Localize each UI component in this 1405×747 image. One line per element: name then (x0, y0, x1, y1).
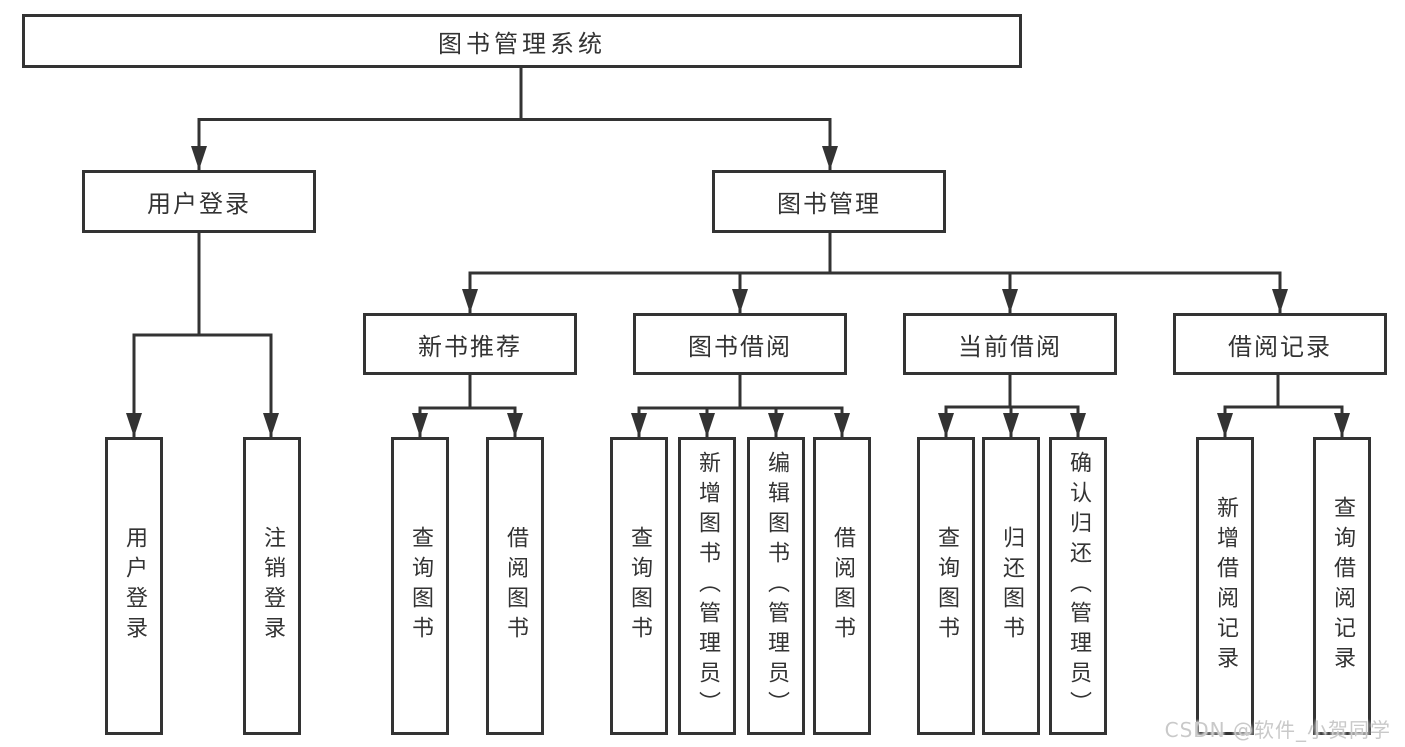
leaf-borrow-books-recommend: 借阅图书 (486, 437, 544, 735)
node-current-borrowing: 当前借阅 (903, 313, 1117, 375)
leaf-add-borrow-record: 新增借阅记录 (1196, 437, 1254, 735)
node-label: 用户登录 (122, 526, 147, 646)
leaf-add-book-admin: 新增图书（管理员） (678, 437, 736, 735)
node-label: 查询图书 (934, 526, 959, 646)
leaf-return-books: 归还图书 (982, 437, 1040, 735)
node-borrowing-records: 借阅记录 (1173, 313, 1387, 375)
leaf-logout: 注销登录 (243, 437, 301, 735)
node-label: 用户登录 (147, 190, 251, 218)
node-book-management: 图书管理 (712, 170, 946, 233)
leaf-edit-book-admin: 编辑图书（管理员） (747, 437, 805, 735)
node-label: 图书管理 (777, 190, 881, 218)
node-label: 查询图书 (627, 526, 652, 646)
node-label: 注销登录 (260, 526, 285, 646)
node-label: 编辑图书（管理员） (764, 451, 789, 721)
leaf-query-books-borrowing: 查询图书 (610, 437, 668, 735)
node-label: 借阅记录 (1228, 332, 1332, 361)
node-label: 确认归还（管理员） (1066, 451, 1091, 721)
leaf-query-borrow-record: 查询借阅记录 (1313, 437, 1371, 735)
node-label: 图书借阅 (688, 332, 792, 361)
leaf-confirm-return-admin: 确认归还（管理员） (1049, 437, 1107, 735)
node-new-book-recommendation: 新书推荐 (363, 313, 577, 375)
leaf-query-books-recommend: 查询图书 (391, 437, 449, 735)
node-label: 新增借阅记录 (1213, 496, 1238, 676)
node-label: 查询图书 (408, 526, 433, 646)
node-label: 当前借阅 (958, 332, 1062, 361)
node-label: 图书管理系统 (438, 29, 606, 58)
node-label: 归还图书 (999, 526, 1024, 646)
leaf-query-books-current: 查询图书 (917, 437, 975, 735)
node-book-borrowing: 图书借阅 (633, 313, 847, 375)
node-label: 借阅图书 (830, 526, 855, 646)
leaf-user-login: 用户登录 (105, 437, 163, 735)
node-label: 新增图书（管理员） (695, 451, 720, 721)
node-label: 借阅图书 (503, 526, 528, 646)
node-label: 查询借阅记录 (1330, 496, 1355, 676)
node-label: 新书推荐 (418, 332, 522, 361)
node-library-management-system: 图书管理系统 (22, 14, 1022, 68)
node-user-login: 用户登录 (82, 170, 316, 233)
leaf-borrow-books: 借阅图书 (813, 437, 871, 735)
